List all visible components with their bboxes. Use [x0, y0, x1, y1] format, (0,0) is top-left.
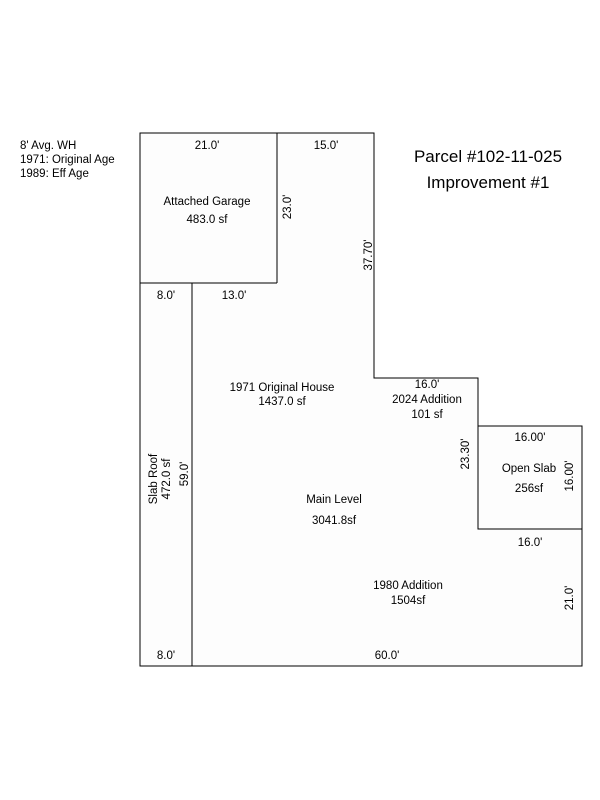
info-effective-age: 1989: Eff Age: [20, 168, 89, 180]
dim-addition-2024-top: 16.0': [415, 379, 440, 391]
original-house-label: 1971 Original House: [230, 382, 335, 394]
dim-right-upper: 37.70': [363, 240, 375, 271]
parcel-title: Parcel #102-11-025: [414, 147, 562, 166]
dim-right-lower: 21.0': [564, 586, 576, 611]
slab-roof-label: Slab Roof: [148, 453, 160, 504]
dim-open-slab-bottom: 16.0': [518, 537, 543, 549]
dim-garage-bottom: 13.0': [222, 290, 247, 302]
dim-slab-bottom: 8.0': [157, 650, 175, 662]
dim-open-slab-side: 16.00': [564, 461, 576, 492]
dim-garage-top: 21.0': [195, 140, 220, 152]
dim-garage-side: 23.0': [282, 195, 294, 220]
footprint-fill: [140, 133, 582, 666]
slab-roof-area: 472.0 sf: [161, 458, 173, 500]
open-slab-area: 256sf: [515, 483, 544, 495]
dim-open-slab-top: 16.00': [515, 432, 546, 444]
dim-bottom: 60.0': [375, 650, 400, 662]
dim-top-right: 15.0': [314, 140, 339, 152]
dim-slab-top: 8.0': [157, 290, 175, 302]
dim-addition-2024-side: 23.30': [460, 439, 472, 470]
addition-2024-area: 101 sf: [411, 409, 443, 421]
improvement-title: Improvement #1: [427, 173, 550, 192]
garage-label: Attached Garage: [164, 196, 251, 208]
open-slab-outline: [477, 425, 583, 530]
garage-area: 483.0 sf: [187, 214, 229, 226]
main-level-area: 3041.8sf: [312, 515, 357, 527]
info-original-age: 1971: Original Age: [20, 154, 115, 166]
addition-1980-label: 1980 Addition: [373, 580, 443, 592]
main-level-label: Main Level: [306, 494, 362, 506]
info-wall-height: 8' Avg. WH: [20, 140, 76, 152]
addition-2024-label: 2024 Addition: [392, 394, 462, 406]
open-slab-label: Open Slab: [502, 463, 556, 475]
addition-1980-area: 1504sf: [391, 595, 426, 607]
original-house-area: 1437.0 sf: [258, 396, 306, 408]
dim-slab-side: 59.0': [179, 462, 191, 487]
